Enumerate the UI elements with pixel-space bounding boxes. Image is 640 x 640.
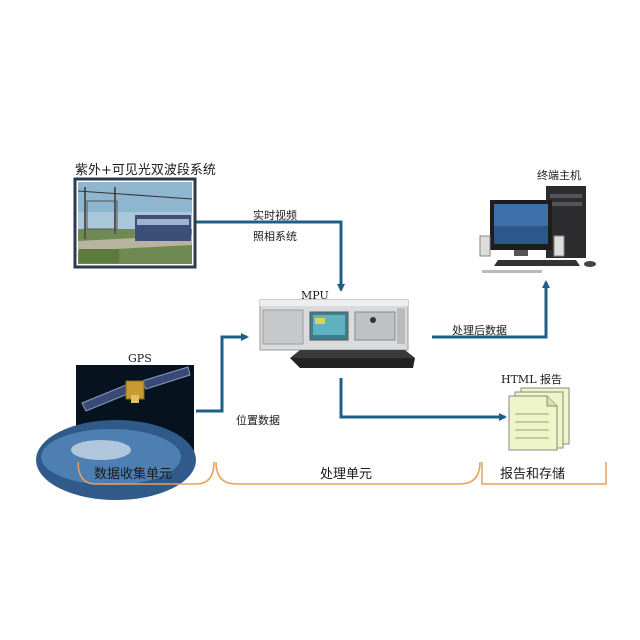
arrow-mpu-to-report [339,378,507,421]
bracket-processing [215,461,481,485]
bracket-data-collection [77,461,215,485]
section-data-collection: 数据收集单元 [94,467,173,482]
satellite-photo [36,365,196,500]
arrow-camera-to-mpu [196,220,345,292]
train-photo [73,177,197,269]
gps-label: GPS [128,352,152,365]
mpu-label: MPU [301,289,329,302]
camera-system-title: 紫外+可见光双波段系统 [75,163,216,178]
report-documents-icon [508,387,570,451]
position-data-label: 位置数据 [236,414,280,427]
bracket-report-storage [481,462,607,485]
terminal-host-label: 终端主机 [537,169,581,182]
processed-data-label: 处理后数据 [452,324,507,337]
desktop-computer-icon [479,186,596,273]
html-report-label: HTML 报告 [501,373,562,386]
arrow-mpu-to-terminal [432,280,550,339]
mpu-computer-icon [259,299,415,368]
realtime-video-label: 实时视频 [253,209,297,222]
camera-system-label: 照相系统 [253,230,297,243]
arrow-gps-to-mpu [196,333,249,413]
section-processing: 处理单元 [320,467,373,482]
section-report-storage: 报告和存储 [500,467,566,482]
